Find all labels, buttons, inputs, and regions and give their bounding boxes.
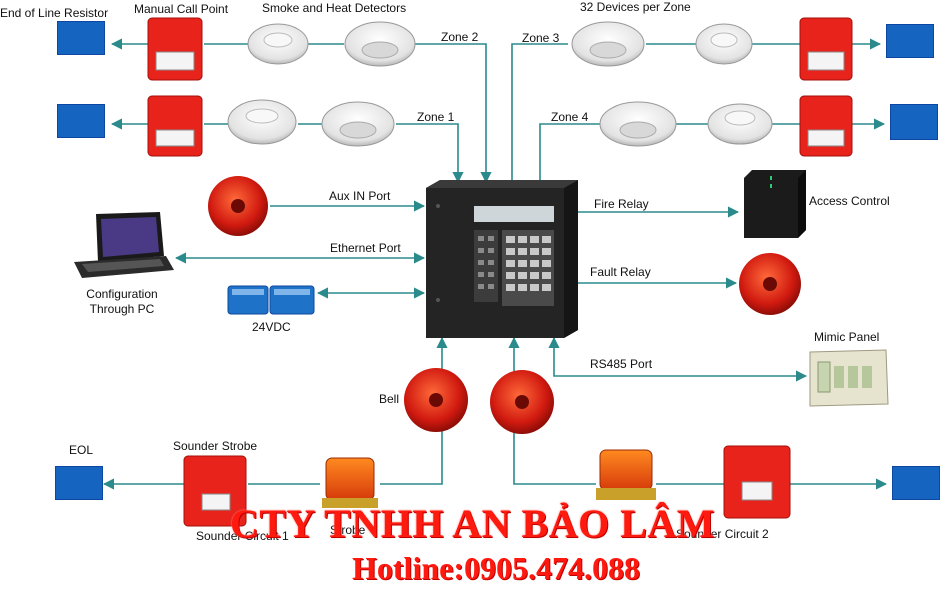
label-zone-1: Zone 1 [417, 110, 455, 124]
laptop [74, 212, 174, 278]
mimic-panel-device [809, 349, 889, 407]
connector-zone1 [396, 123, 464, 184]
label-devices-per-zone: 32 Devices per Zone [580, 0, 691, 14]
sounder-strobe-right [723, 445, 791, 519]
label-manual-call-point: Manual Call Point [134, 2, 229, 16]
manual-call-point-row2-left [147, 95, 203, 157]
label-through-pc: Through PC [89, 302, 155, 316]
fire-alarm-control-panel [426, 180, 578, 338]
label-end-of-line-resistor: End of Line Resistor [0, 6, 109, 20]
batteries-24vdc [227, 285, 315, 315]
bell-fault-relay [739, 253, 801, 315]
eol-resistor-box-row2-left [57, 104, 105, 138]
strobe-beacon-left [322, 457, 378, 508]
detector-4-top-right [695, 23, 753, 65]
label-sounder-circuit-1: Sounder Circuit 1 [196, 529, 289, 543]
connector-zone3 [511, 43, 568, 182]
bell-sounder-circuit-1 [404, 368, 468, 432]
connector-zone2 [415, 43, 492, 184]
connector-zone4 [539, 123, 600, 182]
detector-2-top-left [344, 21, 416, 67]
label-24vdc: 24VDC [252, 320, 291, 334]
eol-resistor-box-top-left [57, 21, 105, 55]
label-aux-in-port: Aux IN Port [329, 189, 391, 203]
detector-2-row2-left [321, 101, 395, 147]
label-sounder-strobe: Sounder Strobe [173, 439, 258, 453]
watermark-company-name: CTY TNHH AN BẢO LÂM [229, 501, 716, 546]
label-rs485-port: RS485 Port [590, 357, 653, 371]
sounder-strobe-left [183, 455, 247, 527]
eol-box-bottom-left [55, 466, 103, 500]
eol-box-bottom-right [892, 466, 940, 500]
connector-rs485 [548, 336, 808, 382]
bell-sounder-circuit-2 [490, 370, 554, 434]
label-zone-2: Zone 2 [441, 30, 479, 44]
label-eol: EOL [69, 443, 94, 457]
label-fire-relay: Fire Relay [594, 197, 649, 211]
strobe-beacon-right [596, 449, 656, 500]
eol-resistor-box-top-right [886, 24, 934, 58]
label-fault-relay: Fault Relay [590, 265, 651, 279]
label-bell: Bell [379, 392, 400, 406]
eol-resistor-box-row2-right [890, 104, 938, 140]
label-zone-4: Zone 4 [551, 110, 589, 124]
label-mimic-panel: Mimic Panel [814, 330, 880, 344]
label-zone-3: Zone 3 [522, 31, 560, 45]
manual-call-point-top-left [147, 17, 203, 81]
manual-call-point-top-right [799, 17, 853, 81]
bell-aux-in [208, 176, 268, 236]
access-control-unit [744, 170, 806, 238]
label-access-control: Access Control [809, 194, 890, 208]
detector-4-row2-right [707, 103, 773, 145]
detector-1-top-left [247, 23, 309, 65]
label-configuration: Configuration [86, 287, 158, 301]
label-smoke-heat-detectors: Smoke and Heat Detectors [262, 1, 407, 15]
detector-1-row2-left [227, 99, 297, 145]
detector-3-top-right [571, 21, 645, 67]
label-ethernet-port: Ethernet Port [330, 241, 401, 255]
watermark-hotline: Hotline:0905.474.088 [352, 550, 640, 586]
label-sounder-circuit-2: Sounder Circuit 2 [676, 527, 769, 541]
detector-3-row2-right [599, 101, 677, 147]
manual-call-point-row2-right [799, 95, 853, 157]
label-strobe: Strobe [330, 523, 366, 537]
connector-lines [102, 38, 888, 490]
